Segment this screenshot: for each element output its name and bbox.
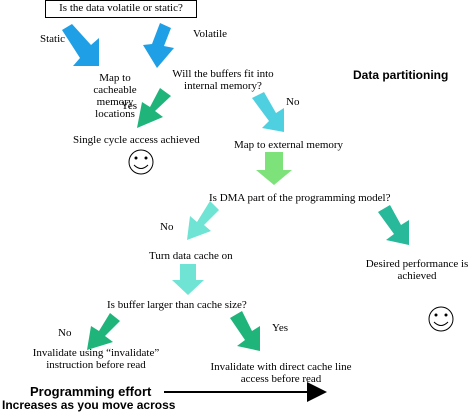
- invalidate-direct-text: Invalidate with direct cache line access…: [196, 361, 366, 385]
- yes-arrow-invalidate-direct: [230, 311, 260, 351]
- invalidate-line: Invalidate using “invalidate”: [32, 347, 160, 359]
- map-cacheable-line: memory: [96, 96, 134, 108]
- cache-on-text: Turn data cache on: [149, 250, 233, 262]
- no-label-1: No: [286, 96, 300, 108]
- title-box: Is the data volatile or static?: [45, 0, 197, 18]
- yes-arrow-single-cycle: [137, 88, 171, 128]
- buffers-fit-line: internal memory?: [184, 80, 262, 92]
- desired-performance-text: Desired performance is achieved: [362, 258, 472, 282]
- down-arrow-buffer: [172, 264, 204, 295]
- map-cacheable-text: Map to cacheable memory locations: [85, 72, 145, 120]
- yes-label-1: Yes: [121, 100, 138, 112]
- map-cacheable-line: locations: [95, 108, 135, 120]
- static-arrow: [62, 24, 99, 66]
- no-arrow-invalidate: [87, 313, 120, 350]
- buffers-fit-question: Will the buffers fit into internal memor…: [148, 68, 298, 92]
- buffer-larger-text: Is buffer larger than cache size?: [107, 299, 247, 311]
- heading-data-partitioning: Data partitioning: [353, 68, 449, 82]
- effort-increase-label: Increases as you move across: [2, 398, 176, 412]
- arrow-desired-performance: [378, 205, 409, 245]
- down-arrow-dma: [256, 152, 292, 185]
- map-external-text: Map to external memory: [234, 139, 344, 151]
- buffers-fit-line: Will the buffers fit into: [172, 68, 274, 80]
- no-label-3: No: [58, 327, 72, 339]
- programming-effort-label: Programming effort: [30, 384, 152, 399]
- title-box-text: Is the data volatile or static?: [59, 2, 183, 14]
- static-label: Static: [40, 33, 66, 45]
- smiley-icon: [428, 306, 454, 332]
- volatile-arrow: [143, 23, 174, 68]
- yes-label-3: Yes: [272, 322, 289, 334]
- invalidate-text: Invalidate using “invalidate” instructio…: [20, 347, 172, 371]
- smiley-icon: [128, 149, 154, 175]
- single-cycle-text: Single cycle access achieved: [73, 134, 200, 146]
- no-arrow-map-external: [252, 92, 284, 132]
- volatile-label: Volatile: [193, 28, 228, 40]
- no-label-2: No: [160, 221, 174, 233]
- desired-performance-line: Desired performance is: [365, 258, 469, 270]
- invalidate-direct-line: Invalidate with direct cache line: [210, 361, 352, 373]
- invalidate-line: instruction before read: [46, 359, 146, 371]
- no-arrow-cache-on: [187, 201, 219, 240]
- desired-performance-line: achieved: [397, 270, 437, 282]
- dma-question-text: Is DMA part of the programming model?: [209, 192, 391, 204]
- map-cacheable-line: Map to: [99, 72, 131, 84]
- invalidate-direct-line: access before read: [240, 373, 322, 385]
- map-cacheable-line: cacheable: [93, 84, 137, 96]
